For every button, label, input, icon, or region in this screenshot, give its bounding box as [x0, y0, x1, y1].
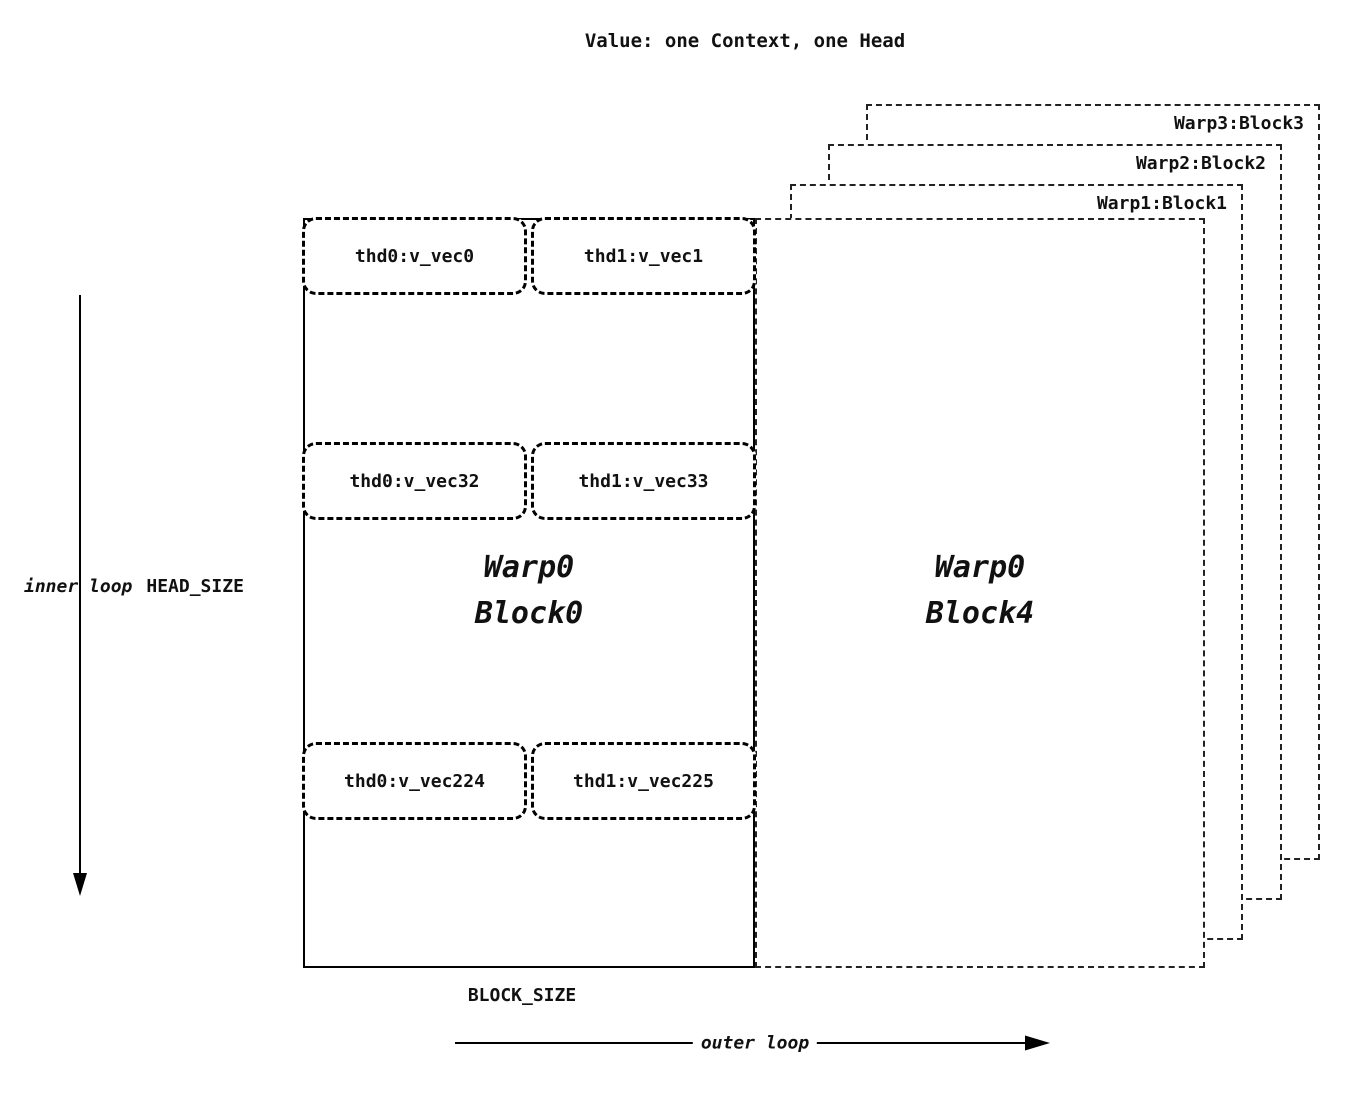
vec-row-2: thd0:v_vec224 thd1:v_vec225: [302, 742, 756, 820]
block-warp0-block0-line2: Block0: [474, 596, 584, 631]
outer-loop-label: outer loop: [692, 1032, 818, 1054]
head-size-label: HEAD_SIZE: [146, 576, 244, 597]
block-warp3-block3-label: Warp3:Block3: [1173, 113, 1304, 134]
block-warp0-block4: Warp0 Block4: [755, 218, 1205, 968]
vec-cell-thd1-v_vec1: thd1:v_vec1: [531, 217, 756, 295]
vec-cell-thd1-v_vec33: thd1:v_vec33: [531, 442, 756, 520]
block-warp0-block0: thd0:v_vec0 thd1:v_vec1 thd0:v_vec32 thd…: [302, 217, 756, 968]
block-warp0-block0-title: Warp0 Block0: [305, 545, 753, 637]
vec-cell-thd1-v_vec225: thd1:v_vec225: [531, 742, 756, 820]
block-warp2-block2-label: Warp2:Block2: [1135, 153, 1266, 174]
inner-loop-head-size-label: inner loop HEAD_SIZE: [24, 576, 244, 597]
vec-row-1: thd0:v_vec32 thd1:v_vec33: [302, 442, 756, 520]
vec-row-0: thd0:v_vec0 thd1:v_vec1: [302, 217, 756, 295]
vec-cell-thd0-v_vec0: thd0:v_vec0: [302, 217, 527, 295]
block-warp0-block0-line1: Warp0: [483, 550, 575, 585]
inner-loop-label: inner loop: [24, 576, 133, 597]
vec-cell-thd0-v_vec32: thd0:v_vec32: [302, 442, 527, 520]
diagram-title: Value: one Context, one Head: [584, 30, 906, 52]
block-size-label: BLOCK_SIZE: [467, 985, 577, 1006]
block-warp0-block4-line1: Warp0: [934, 550, 1026, 585]
block-warp1-block1-label: Warp1:Block1: [1096, 193, 1227, 214]
vec-cell-thd0-v_vec224: thd0:v_vec224: [302, 742, 527, 820]
block-warp0-block4-line2: Block4: [925, 596, 1035, 631]
block-warp0-block4-title: Warp0 Block4: [757, 545, 1203, 637]
